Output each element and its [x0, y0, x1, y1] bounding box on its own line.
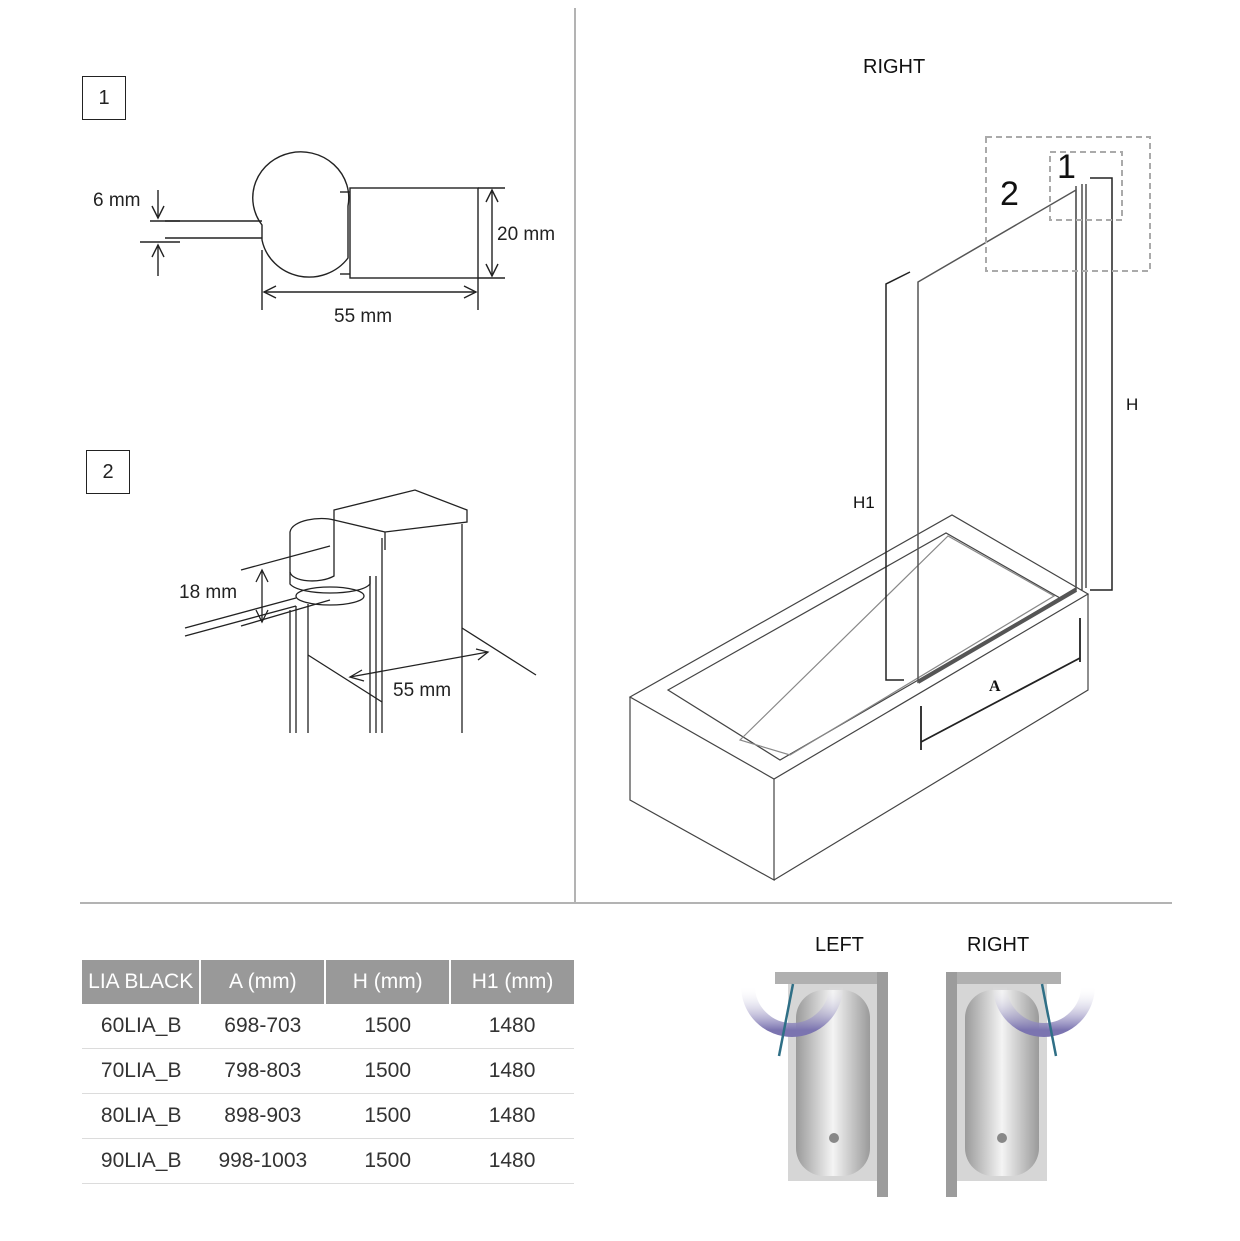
right-tub-icon: [946, 972, 1095, 1197]
cell-h: 1500: [325, 1048, 451, 1094]
table-row: 70LIA_B 798-803 1500 1480: [82, 1048, 574, 1094]
h-dimension: [1090, 177, 1113, 591]
table-header-row: LIA BLACK A (mm) H (mm) H1 (mm): [82, 960, 574, 1004]
cell-a: 698-703: [200, 1004, 326, 1049]
cell-a: 998-1003: [200, 1138, 326, 1184]
tub-front: [629, 697, 775, 882]
cell-h1: 1480: [450, 1048, 574, 1094]
cell-model: 70LIA_B: [82, 1048, 201, 1094]
callout-box-2: [985, 136, 1151, 272]
table-row: 60LIA_B 698-703 1500 1480: [82, 1004, 574, 1049]
orientation-right-label: RIGHT: [967, 934, 1030, 956]
cell-a: 898-903: [200, 1093, 326, 1139]
cell-h: 1500: [325, 1138, 451, 1184]
dim-hinge-height: 20 mm: [497, 224, 556, 245]
bathtub-screen-drawing: [628, 136, 1151, 882]
glass-panel: [917, 188, 1077, 684]
tub-rim: [628, 514, 1090, 780]
table-row: 90LIA_B 998-1003 1500 1480: [82, 1138, 574, 1184]
cell-model: 80LIA_B: [82, 1093, 201, 1139]
cell-h: 1500: [325, 1004, 451, 1049]
detail-2-label: 2: [86, 450, 130, 494]
header-h1: H1 (mm): [450, 960, 574, 1004]
orientation-icons: [741, 972, 1095, 1197]
label-h: H: [1126, 395, 1139, 414]
detail-1-drawing: [140, 151, 505, 310]
main-view-title: RIGHT: [863, 56, 926, 78]
a-dimension: [920, 618, 1081, 750]
dim-hinge-length: 55 mm: [334, 306, 393, 327]
cell-h1: 1480: [450, 1004, 574, 1049]
dim-hinge2-height: 18 mm: [179, 582, 238, 603]
h1-dimension: [885, 271, 911, 681]
detail-1-label: 1: [82, 76, 126, 120]
header-a: A (mm): [200, 960, 327, 1004]
left-tub-icon: [741, 972, 888, 1197]
header-h: H (mm): [325, 960, 452, 1004]
detail-2-drawing: [184, 489, 537, 733]
cell-a: 798-803: [200, 1048, 326, 1094]
dim-glass-thickness: 6 mm: [93, 190, 141, 211]
tub-side: [773, 594, 1089, 881]
callout-2-number: 2: [1000, 175, 1019, 213]
orientation-left-label: LEFT: [815, 934, 864, 956]
spec-table: LIA BLACK A (mm) H (mm) H1 (mm) 60LIA_B …: [82, 960, 574, 1184]
cell-h: 1500: [325, 1093, 451, 1139]
label-h1: H1: [853, 493, 875, 512]
dim-hinge2-length: 55 mm: [393, 680, 452, 701]
label-a: A: [989, 678, 1001, 695]
cell-h1: 1480: [450, 1093, 574, 1139]
header-model: LIA BLACK: [82, 960, 202, 1004]
cell-model: 90LIA_B: [82, 1138, 201, 1184]
table-row: 80LIA_B 898-903 1500 1480: [82, 1093, 574, 1139]
tub-basin: [738, 535, 1056, 756]
callout-box-1: [1049, 151, 1123, 221]
cell-model: 60LIA_B: [82, 1004, 201, 1049]
callout-1-number: 1: [1057, 148, 1076, 186]
cell-h1: 1480: [450, 1138, 574, 1184]
